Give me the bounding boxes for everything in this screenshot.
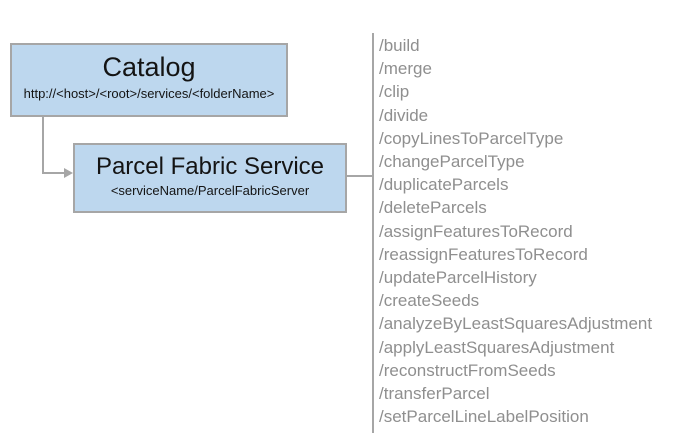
catalog-node-url: http://<host>/<root>/services/<folderNam… — [23, 85, 275, 101]
endpoint-item: /updateParcelHistory — [379, 268, 537, 288]
endpoint-item: /divide — [379, 105, 429, 125]
catalog-to-service-connector-vertical — [42, 117, 44, 174]
endpoint-item: /deleteParcels — [379, 198, 487, 218]
endpoint-item: /transferParcel — [379, 384, 490, 404]
endpoint-item: /assignFeaturesToRecord — [379, 221, 573, 241]
endpoint-item: /reconstructFromSeeds — [379, 360, 556, 380]
catalog-to-service-connector-horizontal — [42, 172, 65, 174]
endpoint-item: /analyzeByLeastSquaresAdjustment — [379, 314, 653, 334]
endpoint-item: /duplicateParcels — [379, 175, 509, 195]
endpoint-item: /setParcelLineLabelPosition — [379, 407, 589, 427]
catalog-node: Catalog http://<host>/<root>/services/<f… — [10, 43, 288, 117]
catalog-node-title: Catalog — [102, 52, 196, 82]
endpoint-item: /applyLeastSquaresAdjustment — [379, 337, 615, 357]
endpoints-vertical-rule — [372, 33, 374, 433]
endpoint-item: /merge — [379, 59, 432, 79]
service-node-url: <serviceName/ParcelFabricServer — [110, 183, 310, 199]
endpoint-item: /reassignFeaturesToRecord — [379, 244, 588, 264]
parcel-fabric-service-node: Parcel Fabric Service <serviceName/Parce… — [73, 143, 347, 213]
endpoint-item: /createSeeds — [379, 291, 480, 311]
endpoint-item: /build — [379, 36, 420, 55]
endpoint-item: /copyLinesToParcelType — [379, 128, 564, 148]
service-to-endpoints-connector — [347, 175, 372, 177]
endpoint-list: /build /merge /clip /divide /copyLinesTo… — [379, 34, 652, 428]
service-node-title: Parcel Fabric Service — [95, 153, 325, 180]
endpoint-item: /changeParcelType — [379, 152, 525, 172]
endpoint-item: /clip — [379, 82, 410, 102]
arrowhead-icon — [64, 168, 73, 178]
